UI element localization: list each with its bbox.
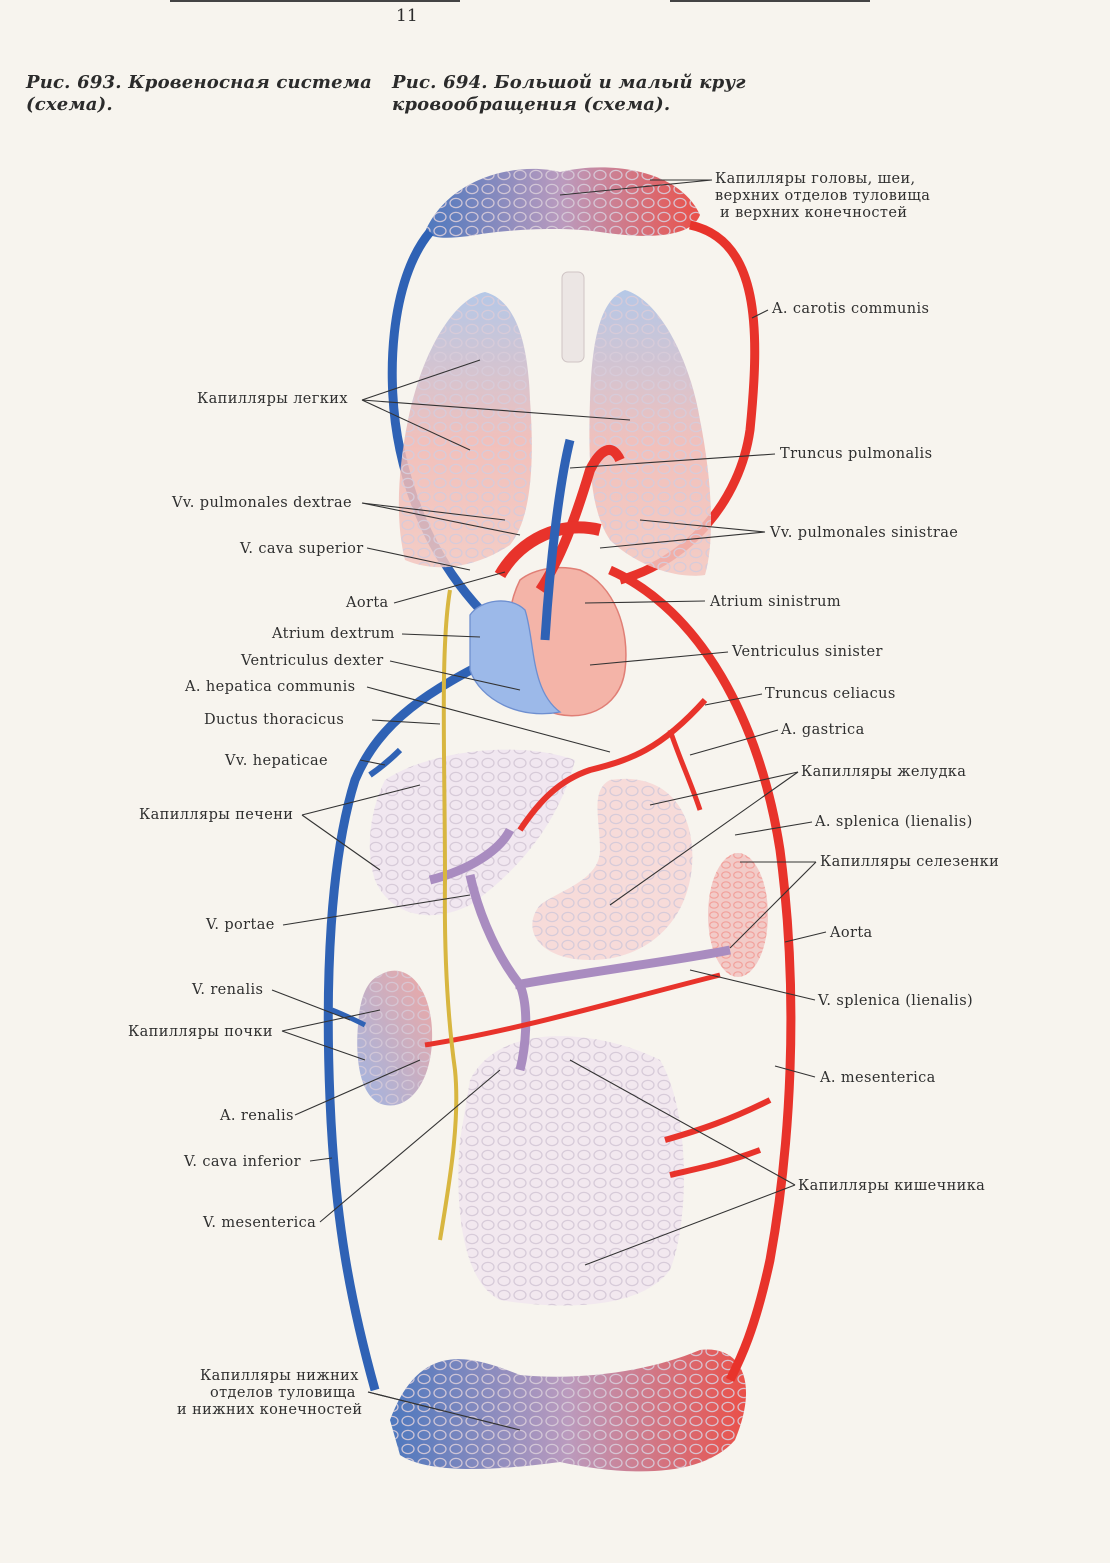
label-capillaries-intestine: Капилляры кишечника — [798, 1178, 985, 1194]
liver — [369, 749, 575, 916]
portal-vein-vessel — [428, 827, 731, 1072]
label-truncus-pulmonalis: Truncus pulmonalis — [780, 446, 932, 462]
leader-lines — [271, 179, 827, 1431]
renal-vein-vessel — [331, 1007, 367, 1028]
intestine — [458, 1036, 684, 1306]
heart — [469, 438, 627, 717]
label-capillaries-head: Капилляры головы, шеи,верхних отделов ту… — [715, 171, 930, 221]
gastric-artery-vessel — [667, 729, 703, 811]
label-capillaries-head-line-1: Капилляры головы, шеи, — [715, 171, 916, 187]
label-atrium-dextrum: Atrium dextrum — [271, 626, 395, 642]
caption-fig-693: Рис. 693. Кровеносная система (схема). — [26, 72, 373, 115]
label-capillaries-lower-line-3: и нижних конечностей — [177, 1402, 362, 1418]
superior-venous-vessel — [387, 229, 494, 624]
label-carotis: A. carotis communis — [771, 301, 929, 317]
hepatic-veins-vessel — [368, 747, 403, 778]
label-capillaries-lungs: Капилляры легких — [197, 391, 348, 407]
stomach — [532, 778, 693, 960]
head-capillary-network — [425, 167, 700, 238]
label-ventriculus-dexter: Ventriculus dexter — [240, 653, 384, 669]
label-cava-superior: V. cava superior — [239, 541, 364, 557]
label-vv-hepaticae: Vv. hepaticae — [224, 753, 328, 769]
label-capillaries-lower-line-2: отделов туловища — [210, 1385, 356, 1401]
label-capillaries-stomach: Капилляры желудка — [801, 764, 966, 780]
kidney — [357, 970, 433, 1106]
renal-artery-vessel — [424, 972, 721, 1048]
top-rule-left — [170, 0, 460, 2]
label-truncus-celiacus: Truncus celiacus — [765, 686, 896, 702]
label-aorta-bottom: Aorta — [829, 925, 873, 941]
label-ventriculus-sinister: Ventriculus sinister — [731, 644, 883, 660]
label-vv-pulmonales-dextrae: Vv. pulmonales dextrae — [171, 495, 352, 511]
label-v-splenica: V. splenica (lienalis) — [817, 993, 973, 1009]
label-a-renalis: A. renalis — [219, 1108, 294, 1124]
page-number: 11 — [396, 6, 418, 26]
label-a-gastrica: A. gastrica — [780, 722, 865, 738]
lower-capillary-network — [390, 1349, 747, 1472]
thoracic-duct-vessel — [438, 589, 459, 1241]
caption-fig-694: Рис. 694. Большой и малый круг кровообра… — [392, 72, 746, 115]
label-capillaries-kidney: Капилляры почки — [128, 1024, 273, 1040]
label-v-mesenterica: V. mesenterica — [202, 1215, 316, 1231]
mesenteric-artery-vessel — [664, 1097, 772, 1178]
spleen — [708, 853, 768, 977]
inferior-vena-cava-vessel — [323, 650, 503, 1392]
label-capillaries-spleen: Капилляры селезенки — [820, 854, 999, 870]
top-rule-right — [670, 0, 870, 2]
label-capillaries-head-line-2: верхних отделов туловища — [715, 188, 930, 204]
lungs — [398, 271, 712, 576]
label-v-renalis: V. renalis — [191, 982, 263, 998]
label-vv-pulmonales-sinistrae: Vv. pulmonales sinistrae — [769, 525, 958, 541]
label-hepatica-communis: A. hepatica communis — [184, 679, 355, 695]
label-a-mesenterica: A. mesenterica — [819, 1070, 936, 1086]
label-v-cava-inferior: V. cava inferior — [183, 1154, 301, 1170]
label-a-splenica: A. splenica (lienalis) — [814, 814, 973, 830]
labels: Капилляры головы, шеи,верхних отделов ту… — [128, 171, 999, 1418]
label-capillaries-lower-line-1: Капилляры нижних — [200, 1368, 359, 1384]
label-capillaries-liver: Капилляры печени — [139, 807, 293, 823]
label-capillaries-head-line-3: и верхних конечностей — [720, 205, 907, 221]
label-ductus-thoracicus: Ductus thoracicus — [204, 712, 344, 728]
label-aorta-top: Aorta — [345, 595, 389, 611]
descending-aorta-vessel — [608, 565, 796, 1383]
trachea — [561, 271, 585, 363]
label-atrium-sinistrum: Atrium sinistrum — [709, 594, 841, 610]
label-v-portae: V. portae — [205, 917, 275, 933]
